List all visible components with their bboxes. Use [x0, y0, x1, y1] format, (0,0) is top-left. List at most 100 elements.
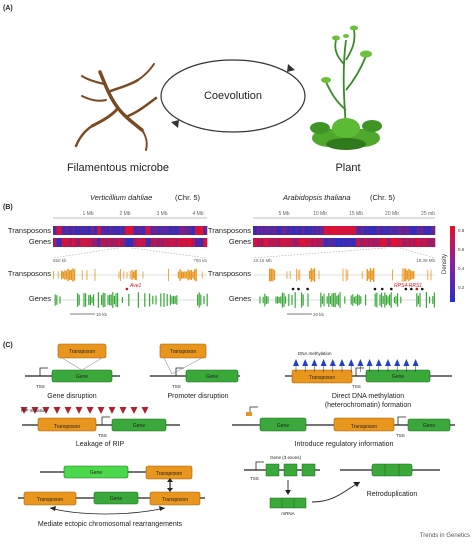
heat-cell	[323, 226, 327, 235]
heat-cell	[416, 238, 420, 247]
heat-cell	[372, 226, 375, 235]
methylation-mark	[293, 359, 299, 366]
gene-bar	[174, 296, 176, 304]
gene-bar	[107, 295, 109, 305]
heat-cell	[193, 238, 196, 247]
heat-cell	[428, 226, 432, 235]
gene-bar	[365, 294, 367, 306]
transposon-bar	[57, 271, 59, 279]
transposon-bar	[345, 268, 347, 282]
heat-cell	[193, 226, 196, 235]
heat-cell	[352, 226, 355, 235]
heat-cell	[176, 226, 179, 235]
gene-bar	[198, 292, 200, 308]
heat-cell	[87, 226, 90, 235]
c5-transposon-label: Transposon	[351, 424, 377, 430]
gene-bar	[197, 294, 199, 306]
heat-cell	[126, 226, 129, 235]
heat-cell	[107, 226, 110, 235]
heat-cell	[313, 226, 316, 235]
transposon-bar	[272, 268, 274, 282]
heat-cell	[267, 238, 270, 247]
transposon-bar	[70, 269, 72, 281]
left-zoom-tracks	[53, 268, 208, 308]
rps4-rrs1-marker: RPS4-RRS1	[394, 283, 422, 289]
methylation-mark	[403, 359, 410, 366]
gene-marker-dot	[373, 287, 377, 291]
transposon-bar	[136, 269, 137, 281]
c4-gene-label: Gene	[133, 423, 145, 429]
heat-cell	[171, 226, 174, 235]
heat-cell	[159, 226, 162, 235]
right-species-title: Arabidopsis thaliana	[282, 193, 351, 202]
transposon-bar	[195, 268, 197, 282]
heat-cell	[130, 238, 133, 247]
c5-tss-label: TSS	[396, 433, 405, 438]
heat-cell	[408, 226, 412, 235]
heat-cell	[100, 226, 103, 235]
heat-cell	[186, 238, 189, 247]
gene-bar	[329, 296, 331, 304]
heat-cell	[133, 226, 136, 235]
heat-cell	[70, 238, 73, 247]
c3-tss-label: TSS	[352, 384, 361, 389]
heat-cell	[145, 226, 148, 235]
heat-cell	[293, 226, 296, 235]
gene-bar	[203, 296, 205, 304]
heat-cell	[136, 238, 139, 247]
heat-cell	[339, 226, 343, 235]
heat-cell	[313, 238, 316, 247]
heat-cell	[167, 226, 170, 235]
transposon-bar	[427, 270, 429, 280]
heat-cell	[400, 238, 403, 247]
transposon-bar	[273, 270, 276, 280]
heat-cell	[64, 238, 67, 247]
heat-cell	[143, 226, 146, 235]
heat-cell	[428, 238, 432, 247]
transposon-bar	[177, 271, 180, 279]
transposon-bar	[361, 271, 363, 279]
right-zoom-tracks	[253, 268, 435, 308]
heat-cell	[195, 238, 198, 247]
transposon-bar	[201, 271, 203, 279]
gene-bar	[333, 293, 335, 307]
gene-bar	[113, 295, 115, 305]
heat-cell	[301, 226, 304, 235]
gene-bar	[259, 296, 261, 304]
heat-cell	[297, 238, 300, 247]
rearrangement-caption: Mediate ectopic chromosomal rearrangemen…	[38, 521, 183, 528]
transposon-bar	[192, 271, 194, 279]
retroduplication-caption: Retroduplication	[367, 491, 418, 498]
c2-gene-label: Gene	[206, 374, 218, 380]
heat-cell	[66, 226, 69, 235]
transposon-bar	[369, 268, 372, 282]
heat-cell	[174, 238, 177, 247]
transposon-bar	[411, 271, 413, 279]
leakage-of-rip-diagram	[20, 407, 180, 432]
heat-cell	[133, 238, 136, 247]
gene-disruption-diagram	[25, 343, 120, 383]
heat-cell	[283, 238, 286, 247]
heat-cell	[269, 238, 272, 247]
heat-cell	[348, 226, 351, 235]
transposon-bar	[313, 268, 316, 282]
heat-cell	[412, 226, 416, 235]
heat-cell	[94, 226, 97, 235]
heat-cell	[275, 226, 278, 235]
heat-cell	[104, 238, 107, 247]
heat-cell	[382, 238, 385, 247]
heat-cell	[97, 238, 100, 247]
heat-cell	[191, 226, 194, 235]
right-tick: 5 Mb	[278, 211, 289, 217]
gene-bar	[339, 292, 341, 308]
heat-cell	[402, 226, 405, 235]
c6-transposon-right-label: Transposon	[162, 497, 188, 503]
heat-cell	[165, 226, 168, 235]
gene-bar	[101, 295, 103, 305]
transposon-bar	[190, 269, 192, 281]
heat-cell	[257, 226, 260, 235]
heat-cell	[157, 226, 160, 235]
heat-cell	[321, 238, 325, 247]
heat-cell	[128, 238, 131, 247]
heat-cell	[138, 226, 141, 235]
